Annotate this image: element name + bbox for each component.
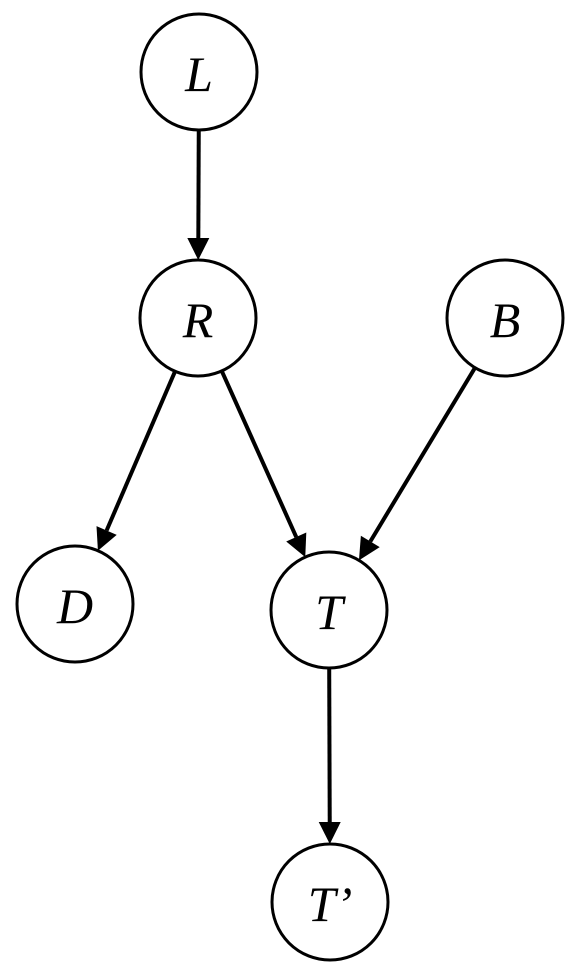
node-D-label: D bbox=[56, 578, 93, 634]
edge-B-to-T bbox=[368, 366, 477, 543]
node-L: L bbox=[139, 12, 259, 132]
node-R: R bbox=[138, 258, 258, 378]
node-D: D bbox=[15, 544, 135, 664]
arrowhead-T-to-Tp bbox=[318, 821, 341, 845]
node-T-prime: T’ bbox=[270, 842, 390, 962]
node-T-label: T bbox=[315, 584, 346, 640]
node-D-circle bbox=[15, 544, 135, 664]
node-T-circle bbox=[269, 550, 389, 670]
node-T-prime-label: T’ bbox=[308, 876, 352, 932]
edge-R-to-D bbox=[104, 370, 177, 532]
edge-T-to-Tp bbox=[327, 667, 332, 823]
node-T: T bbox=[269, 550, 389, 670]
arrowhead-R-to-D bbox=[96, 526, 117, 551]
arrowhead-R-to-T bbox=[286, 532, 307, 558]
arrowhead-B-to-T bbox=[358, 535, 380, 561]
node-T-prime-circle bbox=[270, 842, 390, 962]
node-L-label: L bbox=[184, 46, 213, 102]
node-B-circle bbox=[445, 258, 565, 378]
node-B: B bbox=[445, 258, 565, 378]
edge-R-to-T bbox=[219, 370, 299, 538]
node-L-circle bbox=[139, 12, 259, 132]
node-R-label: R bbox=[182, 292, 214, 348]
edges-layer bbox=[96, 129, 477, 845]
arrowhead-L-to-R bbox=[187, 237, 210, 261]
node-R-circle bbox=[138, 258, 258, 378]
node-B-label: B bbox=[490, 292, 521, 348]
